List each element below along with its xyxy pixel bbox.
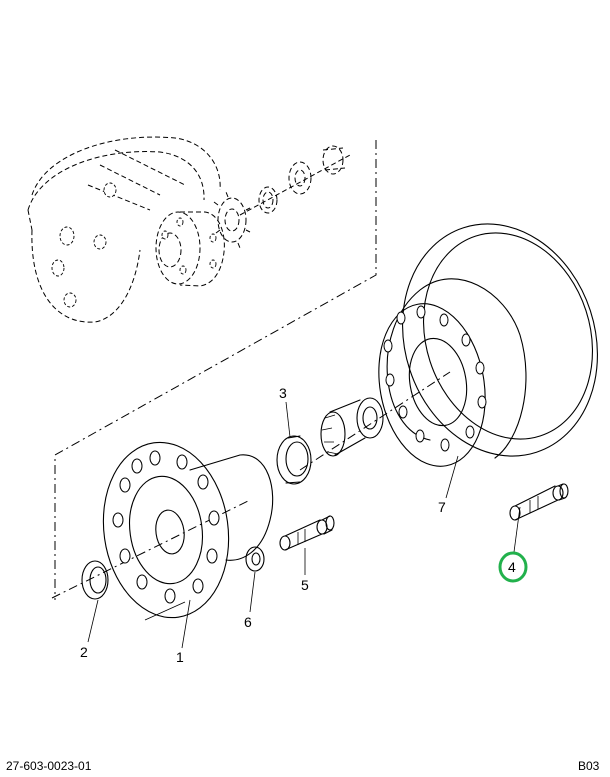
phantom-hub-flange (155, 211, 225, 287)
phantom-gear-ring (213, 191, 251, 249)
callout-4-highlight-ring[interactable] (498, 551, 528, 583)
wheel-stud-long (509, 483, 569, 521)
wheel-hub (102, 441, 274, 619)
drawing-number: 27-603-0023-01 (6, 759, 92, 773)
phantom-backing-plate (27, 136, 221, 323)
washer (245, 546, 265, 572)
axis-centerline (51, 371, 451, 599)
callout-2: 2 (80, 644, 88, 660)
callout-6: 6 (244, 614, 252, 630)
phantom-bearing-set (239, 145, 351, 216)
assembly-boundary (54, 140, 377, 600)
sheet-code: B03 (578, 759, 600, 773)
callout-3: 3 (279, 385, 287, 401)
wheel-stud-short (279, 515, 335, 551)
callout-4[interactable]: 4 (508, 559, 516, 575)
hub-seal (81, 560, 109, 600)
outer-bearing-cone (320, 397, 384, 457)
callout-5: 5 (301, 577, 309, 593)
callout-7: 7 (438, 499, 446, 515)
bearing-cup (276, 435, 312, 485)
callout-1: 1 (176, 649, 184, 665)
leader-lines (87, 401, 521, 649)
brake-drum (378, 223, 598, 467)
